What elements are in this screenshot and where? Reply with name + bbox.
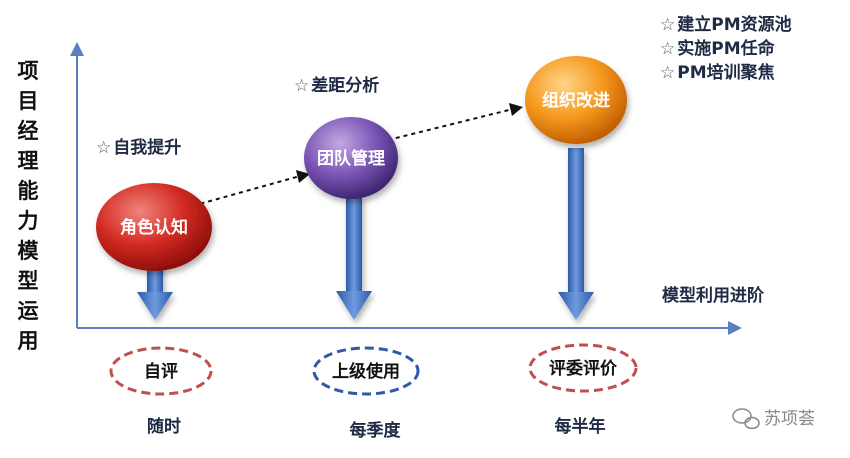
dashed-arrow-1-head	[296, 170, 310, 183]
x-axis-title: 模型利用进阶	[662, 285, 765, 306]
frequency-quarterly: 每季度	[350, 420, 402, 441]
frequency-anytime: 随时	[147, 416, 181, 437]
dashed-arrow-1	[184, 175, 301, 209]
dashed-arrow-2	[387, 108, 514, 141]
y-axis-arrowhead	[70, 42, 84, 56]
down-arrow-2	[336, 196, 372, 320]
evaluation-self: 自评	[109, 346, 213, 396]
node-role-cognition: 角色认知	[96, 183, 212, 271]
node-label: 角色认知	[120, 217, 188, 238]
dashed-arrow-2-head	[509, 103, 523, 116]
note-self-improvement: ☆自我提升	[96, 138, 182, 158]
evaluation-label: 评委评价	[549, 358, 618, 379]
x-axis-arrowhead	[728, 321, 742, 335]
note-pm-pool: ☆建立PM资源池	[660, 15, 792, 35]
watermark-text: 苏项荟	[764, 409, 815, 429]
star-icon: ☆	[660, 15, 676, 35]
evaluation-label: 上级使用	[332, 361, 400, 382]
note-gap-analysis: ☆差距分析	[294, 76, 380, 96]
wechat-icon	[732, 408, 760, 430]
note-pm-training: ☆PM培训聚焦	[660, 63, 775, 83]
evaluation-panel: 评委评价	[528, 343, 638, 393]
note-pm-appointment: ☆实施PM任命	[660, 39, 775, 59]
evaluation-label: 自评	[144, 361, 178, 382]
star-icon: ☆	[96, 138, 112, 158]
evaluation-superior: 上级使用	[312, 346, 420, 396]
star-icon: ☆	[660, 39, 676, 59]
y-axis-title: 项目经理能力模型运用	[17, 59, 39, 353]
node-team-management: 团队管理	[304, 117, 398, 199]
down-arrow-3	[558, 148, 594, 320]
node-label: 团队管理	[317, 148, 385, 169]
frequency-semiannual: 每半年	[555, 416, 606, 437]
node-org-improvement: 组织改进	[525, 56, 627, 144]
star-icon: ☆	[294, 76, 310, 96]
node-label: 组织改进	[542, 90, 610, 111]
star-icon: ☆	[660, 63, 676, 83]
